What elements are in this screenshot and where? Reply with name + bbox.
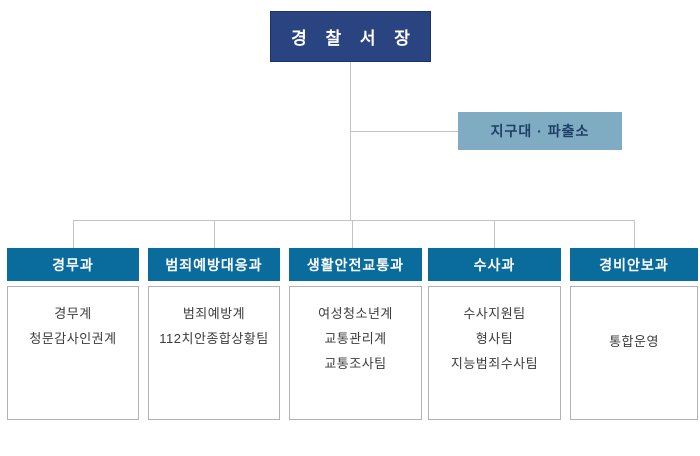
department-name: 범죄예방대응과 — [165, 256, 263, 273]
unit-item: 청문감사인권계 — [29, 331, 117, 346]
department-name: 경비안보과 — [599, 256, 669, 273]
connector-trunk — [350, 62, 351, 220]
unit-item: 교통조사팀 — [324, 356, 387, 371]
substation-label: 지구대 · 파출소 — [490, 123, 590, 139]
unit-item: 범죄예방계 — [182, 306, 246, 321]
department-body: 범죄예방계 112치안종합상황팀 — [148, 286, 280, 420]
connector-drop-2 — [214, 220, 215, 248]
unit-item: 교통관리계 — [324, 331, 387, 346]
department-name: 경무과 — [52, 256, 94, 273]
department-column: 경비안보과 통합운영 — [570, 248, 698, 420]
connector-side-branch — [350, 131, 458, 132]
unit-item: 형사팀 — [475, 331, 514, 346]
unit-item: 수사지원팀 — [463, 306, 526, 321]
department-name: 수사과 — [473, 256, 516, 273]
connector-bus — [73, 220, 635, 221]
connector-drop-3 — [352, 220, 353, 248]
unit-item: 경무계 — [54, 306, 92, 321]
department-header: 경비안보과 — [570, 248, 698, 281]
chief-label: 경 찰 서 장 — [291, 29, 417, 48]
connector-drop-4 — [494, 220, 495, 248]
connector-drop-1 — [73, 220, 74, 248]
unit-item: 지능범죄수사팀 — [450, 356, 539, 371]
unit-item: 112치안종합상황팀 — [159, 331, 269, 346]
department-header: 생활안전교통과 — [289, 248, 422, 281]
department-name: 생활안전교통과 — [306, 256, 405, 273]
department-body: 통합운영 — [570, 286, 698, 420]
unit-list: 통합운영 — [571, 287, 697, 354]
department-column: 범죄예방대응과 범죄예방계 112치안종합상황팀 — [148, 248, 280, 420]
unit-item: 통합운영 — [609, 334, 659, 349]
department-header: 수사과 — [428, 248, 561, 281]
unit-list: 범죄예방계 112치안종합상황팀 — [149, 287, 279, 351]
chief-box: 경 찰 서 장 — [270, 11, 431, 62]
department-header: 범죄예방대응과 — [148, 248, 280, 281]
department-header: 경무과 — [7, 248, 139, 281]
unit-item: 여성청소년계 — [318, 306, 393, 321]
substation-box: 지구대 · 파출소 — [458, 112, 622, 150]
connector-drop-5 — [634, 220, 635, 248]
